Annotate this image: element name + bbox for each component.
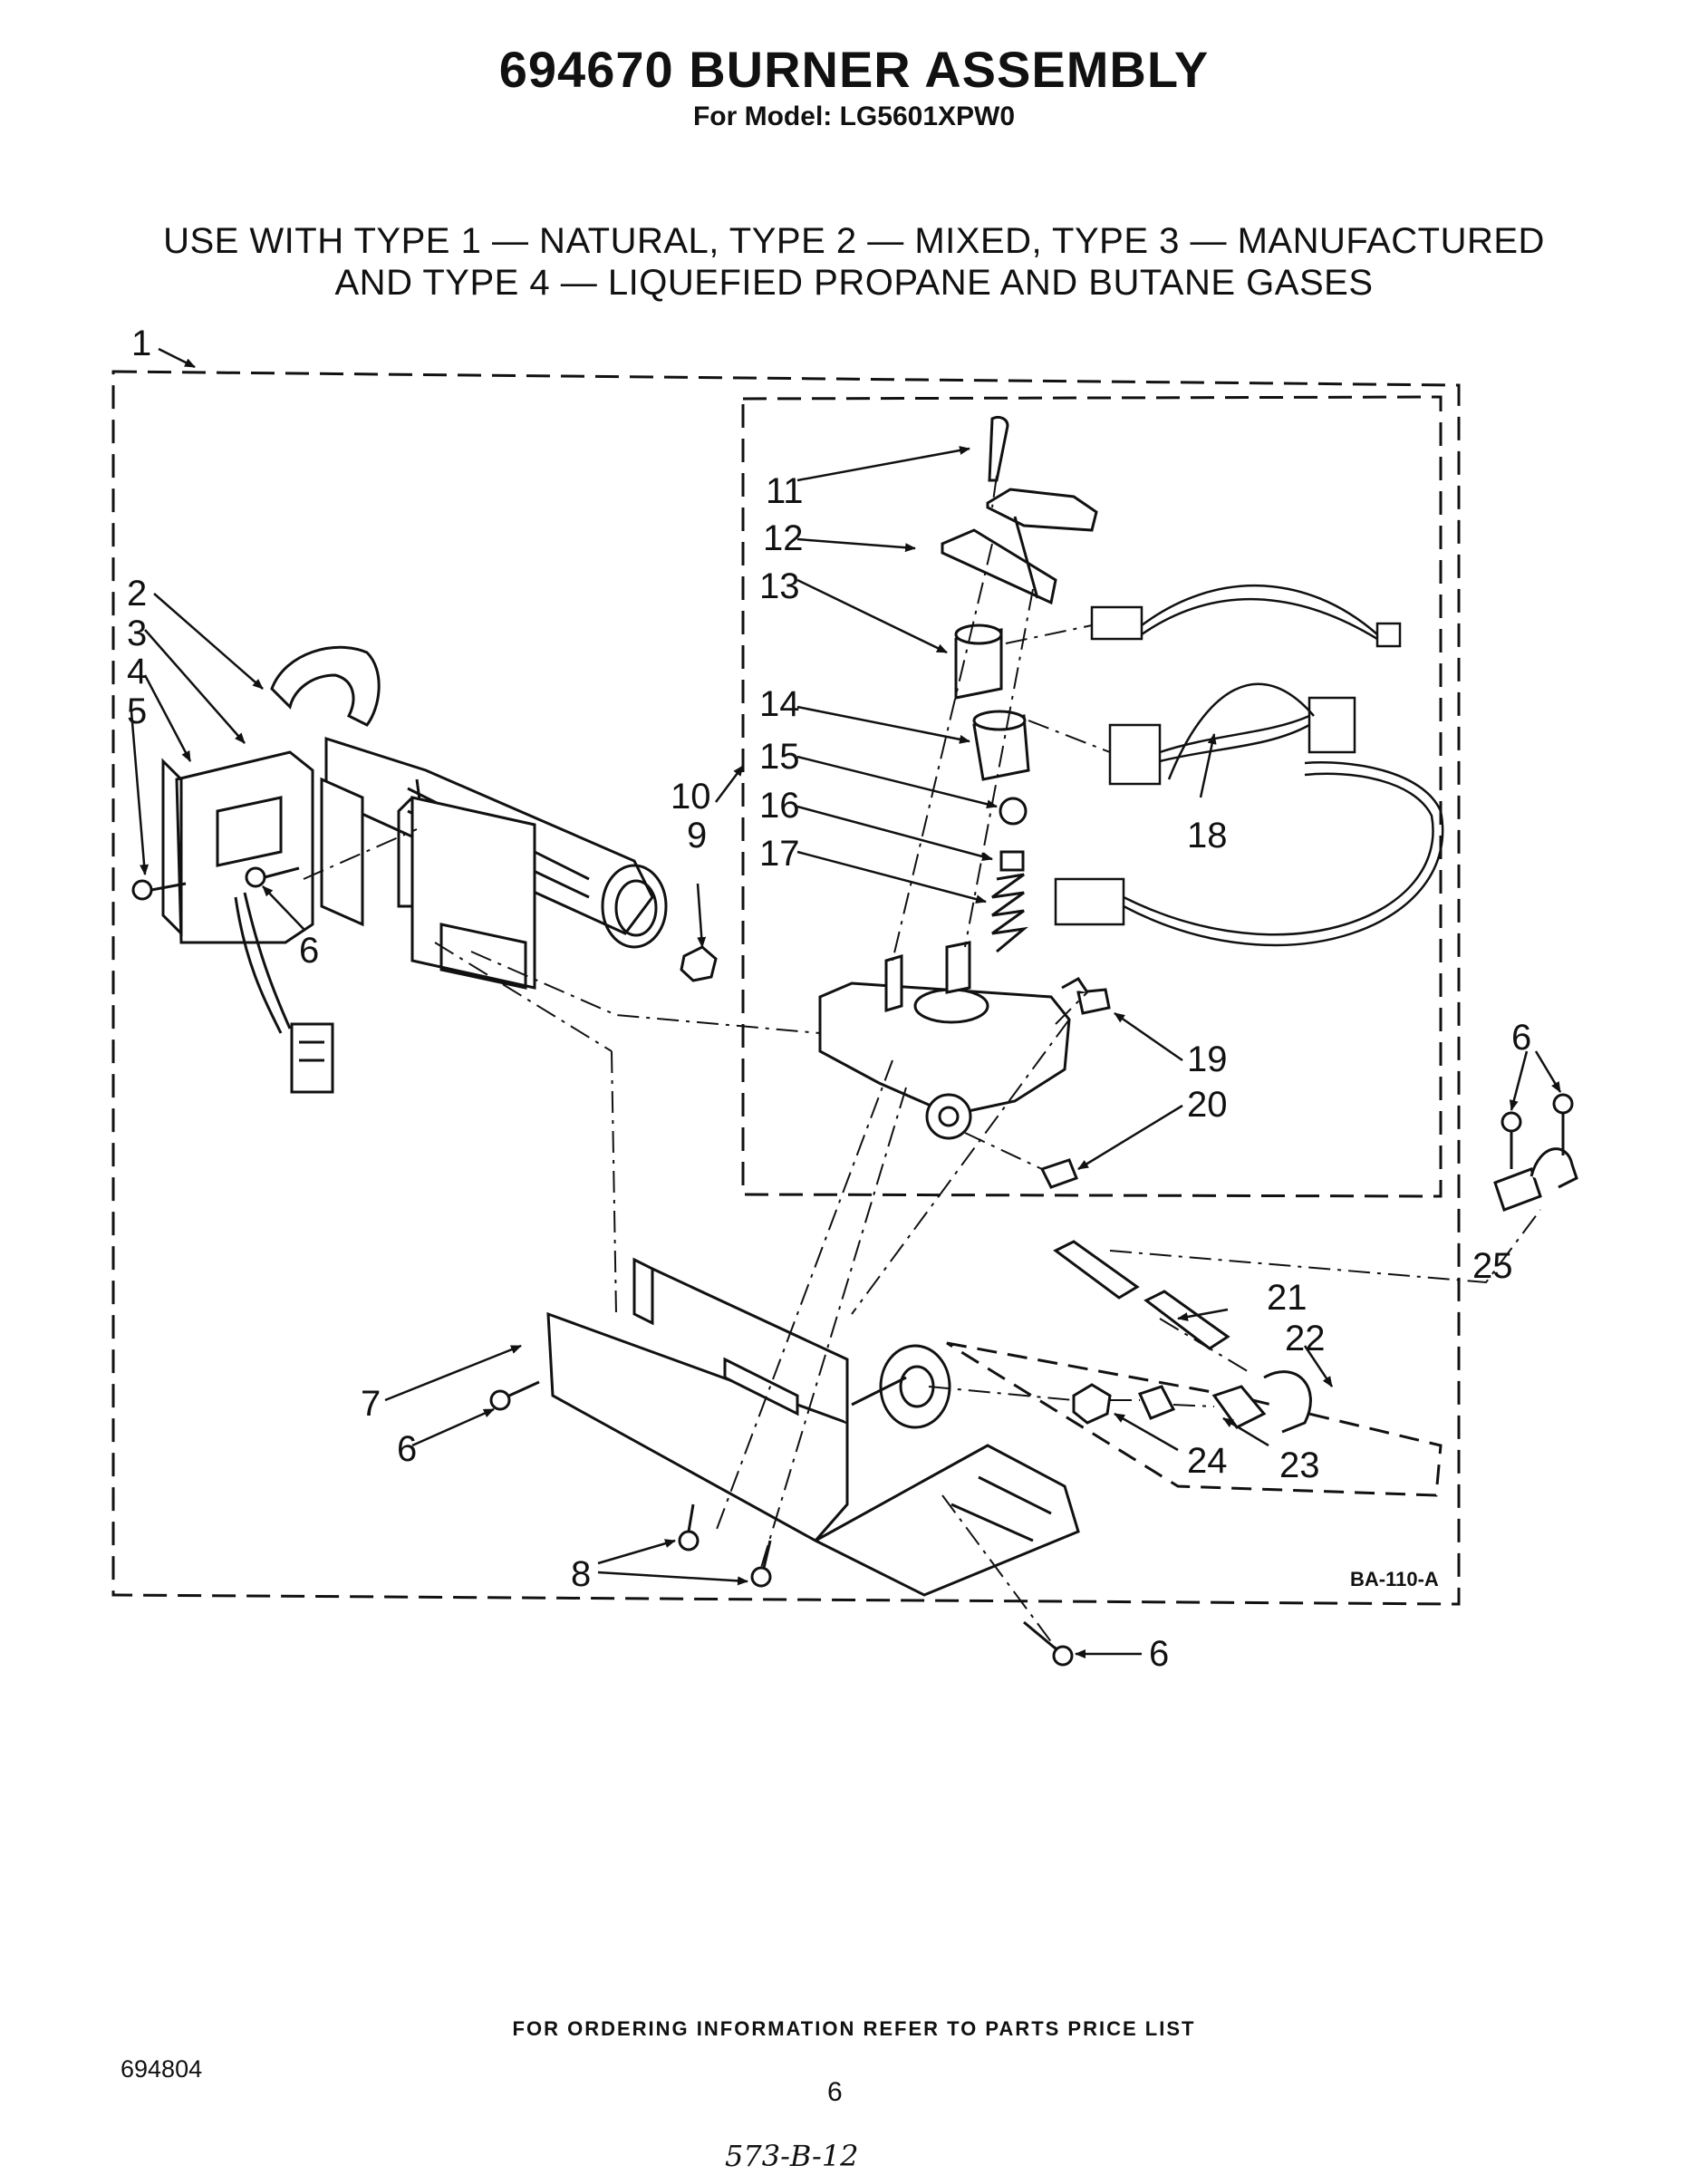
callout-11: 11 [766,471,804,511]
callout-10: 10 [671,777,711,817]
igniter-bracket [161,750,364,944]
callout-2: 2 [127,574,147,614]
orifice-20 [1039,1158,1078,1189]
callout-9: 9 [687,816,707,856]
gas-type-line-1: USE WITH TYPE 1 — NATURAL, TYPE 2 — MIXE… [163,221,1545,261]
callout-12: 12 [763,518,804,558]
nut-9 [680,945,718,982]
ordering-note: FOR ORDERING INFORMATION REFER TO PARTS … [512,2017,1196,2040]
wire-harness [1054,585,1444,947]
callout-3: 3 [127,614,147,653]
gas-type-line-2: AND TYPE 4 — LIQUEFIED PROPANE AND BUTAN… [334,263,1374,303]
screws [489,1380,1074,1667]
tube-strap [1493,1093,1578,1212]
coil-14 [972,710,1030,781]
fittings [1072,1370,1312,1434]
fitting-group-boundary [946,1341,1443,1497]
valve-assembly-boundary [741,395,1443,1198]
igniter-leads [234,892,334,1094]
valve-screw-11 [988,415,1009,482]
callout-6c: 6 [397,1429,417,1469]
callout-25: 25 [1472,1246,1513,1286]
coil-13 [954,624,1003,700]
mounting-bracket [546,1257,1080,1597]
callout-24: 24 [1187,1441,1228,1481]
valve-parts-15-17 [991,797,1029,953]
callout-16: 16 [759,786,800,826]
air-shutter-plate [397,796,536,990]
screw-6a [245,866,300,888]
connector-19 [1061,977,1111,1015]
callout-19: 19 [1187,1039,1228,1079]
callout-20: 20 [1187,1085,1228,1125]
callout-6b: 6 [1511,1018,1531,1058]
coil-bracket-12 [941,488,1098,605]
screw-5 [131,879,187,901]
diagram-ref-code: BA-110-A [1350,1568,1439,1590]
assembly-boundary [111,370,1461,1606]
callout-5: 5 [127,691,147,731]
callout-18: 18 [1187,816,1228,856]
callout-4: 4 [127,652,147,691]
gas-valve-body [818,941,1071,1140]
callout-1: 1 [131,324,151,363]
callout-17: 17 [759,834,800,874]
callout-13: 13 [759,566,800,606]
callout-6a: 6 [299,931,319,971]
callout-8: 8 [571,1554,591,1594]
callout-14: 14 [759,684,800,724]
callout-22: 22 [1285,1319,1326,1358]
callout-7: 7 [361,1384,381,1424]
handwritten-note: 573-B-12 [725,2139,859,2173]
model-subtitle: For Model: LG5601XPW0 [692,102,1016,131]
callout-21: 21 [1267,1278,1308,1318]
callout-6d: 6 [1149,1634,1169,1674]
document-number: 694804 [121,2055,203,2083]
page-title: 694670 BURNER ASSEMBLY [498,41,1210,98]
callout-23: 23 [1279,1445,1320,1485]
page-number: 6 [827,2077,843,2107]
callout-15: 15 [759,737,800,777]
